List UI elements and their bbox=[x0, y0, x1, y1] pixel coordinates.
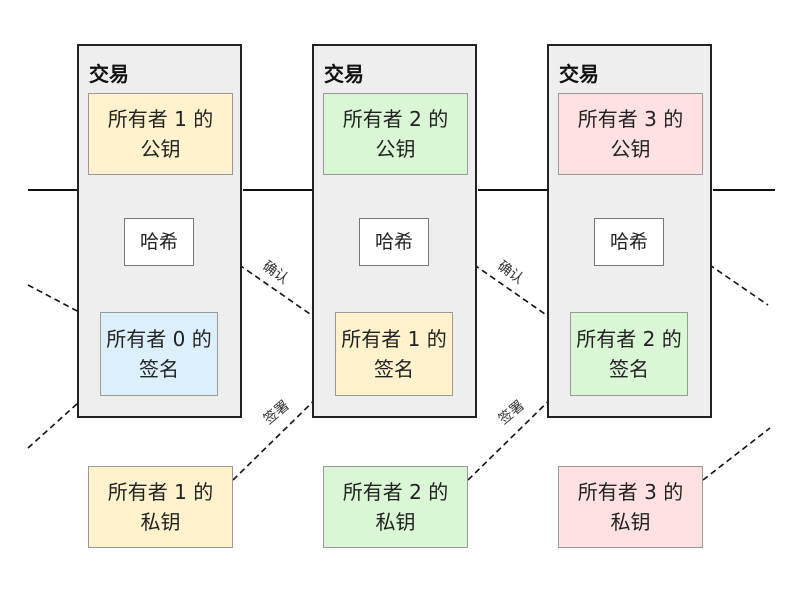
signature-owner-2: 所有者 2 的 签名 bbox=[570, 312, 688, 396]
signature-label-line2: 签名 bbox=[139, 357, 179, 381]
private-key-owner-2: 所有者 2 的 私钥 bbox=[323, 466, 468, 548]
public-key-label-line2: 公钥 bbox=[375, 137, 416, 161]
private-key-label-line1: 所有者 2 的 bbox=[342, 480, 449, 504]
private-key-label-line1: 所有者 1 的 bbox=[107, 480, 214, 504]
signature-owner-1: 所有者 1 的 签名 bbox=[335, 312, 453, 396]
transaction-title: 交易 bbox=[89, 62, 129, 86]
sign-dashed-out bbox=[702, 427, 771, 481]
public-key-owner-2: 所有者 2 的 公钥 bbox=[323, 93, 468, 175]
private-key-label-line2: 私钥 bbox=[375, 510, 416, 534]
public-key-label-line1: 所有者 2 的 bbox=[342, 107, 449, 131]
hash-label: 哈希 bbox=[374, 231, 413, 253]
public-key-owner-3: 所有者 3 的 公钥 bbox=[558, 93, 703, 175]
hash-box-1: 哈希 bbox=[124, 218, 194, 266]
hash-label: 哈希 bbox=[609, 231, 648, 253]
public-key-owner-1: 所有者 1 的 公钥 bbox=[88, 93, 233, 175]
public-key-label-line1: 所有者 3 的 bbox=[577, 107, 684, 131]
signature-label-line1: 所有者 1 的 bbox=[341, 327, 447, 351]
private-key-label-line1: 所有者 3 的 bbox=[577, 480, 684, 504]
transaction-title: 交易 bbox=[324, 62, 364, 86]
sign-dashed-arrow-2 bbox=[467, 381, 569, 481]
signature-label-line2: 签名 bbox=[609, 357, 649, 381]
signature-label-line1: 所有者 2 的 bbox=[576, 327, 682, 351]
signature-owner-0: 所有者 0 的 签名 bbox=[100, 312, 218, 396]
private-key-label-line2: 私钥 bbox=[140, 510, 181, 534]
hash-box-3: 哈希 bbox=[594, 218, 664, 266]
public-key-label-line2: 公钥 bbox=[140, 137, 181, 161]
hash-label: 哈希 bbox=[139, 231, 178, 253]
signature-label-line1: 所有者 0 的 bbox=[106, 327, 212, 351]
public-key-label-line2: 公钥 bbox=[610, 137, 651, 161]
private-key-owner-3: 所有者 3 的 私钥 bbox=[558, 466, 703, 548]
sign-dashed-arrow-0 bbox=[27, 384, 99, 449]
sign-dashed-arrow-1 bbox=[232, 381, 334, 481]
signature-label-line2: 签名 bbox=[374, 357, 414, 381]
public-key-label-line1: 所有者 1 的 bbox=[107, 107, 214, 131]
transaction-title: 交易 bbox=[559, 62, 599, 86]
private-key-owner-1: 所有者 1 的 私钥 bbox=[88, 466, 233, 548]
private-key-label-line2: 私钥 bbox=[610, 510, 651, 534]
hash-box-2: 哈希 bbox=[359, 218, 429, 266]
